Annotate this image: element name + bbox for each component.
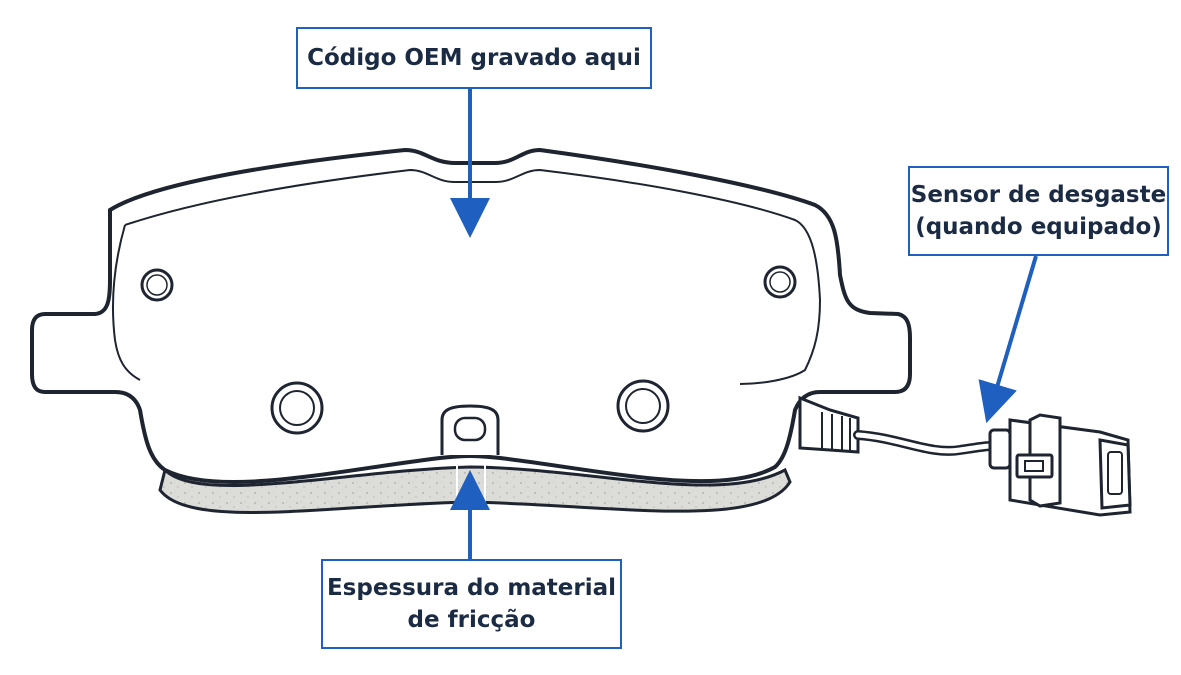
center-tab-slot xyxy=(453,416,487,442)
callout-thickness-line-2: de fricção xyxy=(407,607,536,633)
wear-sensor xyxy=(798,395,1132,517)
callout-oem-code: Código OEM gravado aqui xyxy=(296,27,652,89)
mounting-holes xyxy=(140,265,797,435)
plate-inner-edge-left xyxy=(112,224,141,381)
callout-wear-sensor: Sensor de desgaste (quando equipado) xyxy=(908,166,1169,256)
sensor-connector-icon xyxy=(988,413,1132,517)
plate-inner-edge xyxy=(124,168,822,385)
sensor-boot xyxy=(798,395,860,454)
arrow-sensor xyxy=(978,255,1038,424)
callout-sensor-line-2: (quando equipado) xyxy=(915,214,1162,240)
callout-friction-thickness: Espessura do material de fricção xyxy=(321,559,622,649)
callout-sensor-line-1: Sensor de desgaste xyxy=(910,182,1167,208)
callout-oem-line-1: Código OEM gravado aqui xyxy=(307,45,641,71)
callout-thickness-line-1: Espessura do material xyxy=(326,575,617,601)
backing-plate xyxy=(30,147,912,485)
arrow-pointer-icon xyxy=(450,89,1038,559)
